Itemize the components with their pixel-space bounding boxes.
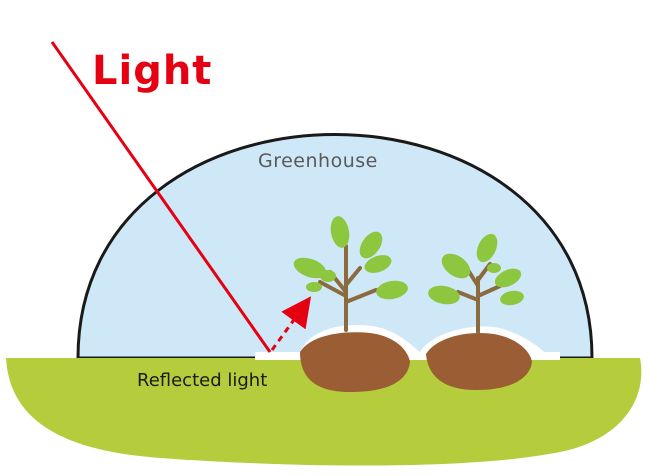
greenhouse-label: Greenhouse [258,150,378,172]
soil-mound-right [426,332,532,390]
soil-mound-left [300,332,410,392]
plant-right [428,233,524,334]
plant-left [293,216,408,332]
light-ray [50,41,272,353]
reflected-light-arrow [270,296,312,351]
seedling-icon [330,216,350,248]
greenhouse-dome [76,133,594,360]
light-label: Light [92,48,213,94]
reflected-light-label: Reflected light [137,370,268,391]
